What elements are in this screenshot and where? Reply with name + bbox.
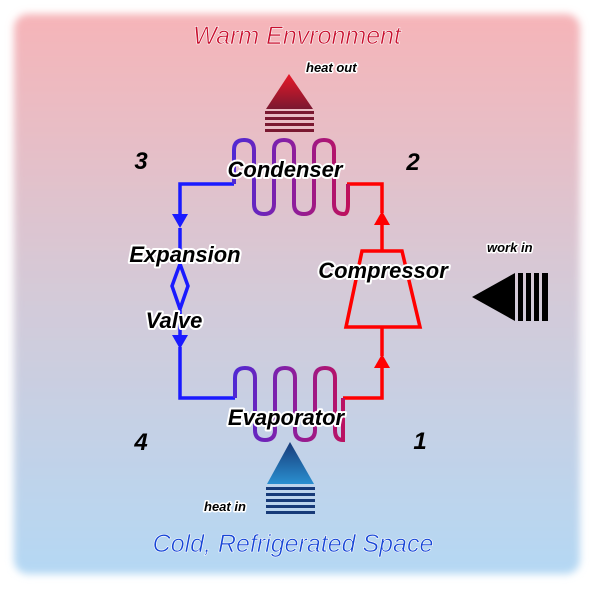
low-temperature-piping bbox=[178, 182, 235, 400]
background-panel bbox=[14, 14, 580, 574]
compressor-label: Compressor bbox=[318, 258, 449, 283]
expansion-label: Expansion bbox=[129, 242, 240, 267]
heat-in-arrow-icon bbox=[266, 442, 315, 514]
flow-arrow-down-icon bbox=[172, 335, 188, 349]
warm-environment-label: Warm Envronment bbox=[193, 22, 402, 50]
flow-arrow-up-icon bbox=[374, 211, 390, 225]
evaporator-coil-icon bbox=[233, 365, 345, 443]
heat-out-label: heat out bbox=[306, 60, 357, 75]
work-in-label: work in bbox=[487, 240, 533, 255]
evaporator-label: Evaporator bbox=[228, 405, 346, 430]
heat-in-label: heat in bbox=[204, 499, 246, 514]
state-number-4: 4 bbox=[133, 429, 147, 456]
state-number-3: 3 bbox=[134, 148, 148, 175]
compressor-icon bbox=[343, 249, 423, 329]
state-number-1: 1 bbox=[413, 428, 426, 455]
work-in-arrow-icon bbox=[472, 273, 548, 321]
condenser-label: Condenser bbox=[228, 157, 344, 182]
valve-label: Valve bbox=[146, 308, 203, 333]
expansion-valve-icon bbox=[170, 258, 190, 315]
state-number-2: 2 bbox=[405, 149, 420, 176]
flow-arrow-up-icon bbox=[374, 354, 390, 368]
high-temperature-piping bbox=[343, 182, 384, 400]
cold-space-label: Cold, Refrigerated Space bbox=[153, 530, 434, 558]
condenser-coil-icon bbox=[232, 137, 350, 217]
heat-out-arrow-icon bbox=[265, 74, 314, 132]
flow-arrow-down-icon bbox=[172, 214, 188, 228]
